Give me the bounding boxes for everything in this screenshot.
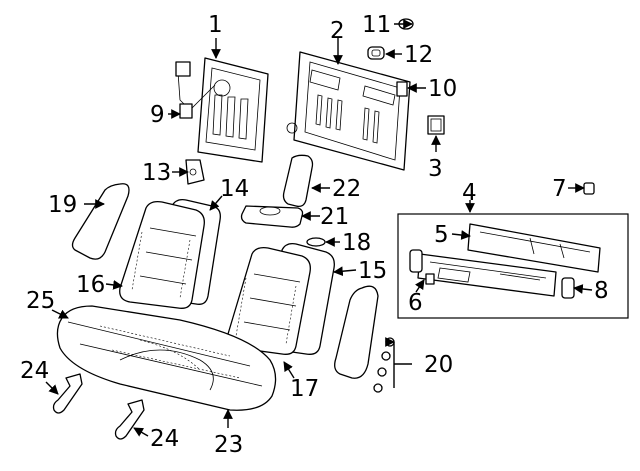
clip-18	[306, 237, 326, 247]
callout-10: 10	[428, 76, 457, 102]
callout-23: 23	[214, 432, 243, 458]
seatback-frame-left	[175, 57, 269, 163]
callout-22: 22	[332, 176, 361, 202]
callout-6: 6	[408, 290, 423, 316]
callout-3: 3	[428, 156, 443, 182]
callout-17: 17	[290, 376, 319, 402]
callout-2: 2	[330, 18, 345, 44]
callout-11: 11	[362, 12, 391, 38]
callout-20: 20	[424, 352, 453, 378]
side-bolster-19	[71, 183, 130, 260]
callout-5: 5	[434, 222, 449, 248]
callout-14: 14	[220, 176, 249, 202]
bracket-13	[185, 159, 205, 185]
callout-19: 19	[48, 192, 77, 218]
hook-24-left	[52, 373, 83, 414]
callout-12: 12	[404, 42, 433, 68]
leader-lines	[45, 19, 593, 437]
callout-21: 21	[320, 204, 349, 230]
side-bolster-right	[334, 285, 379, 379]
hook-24-right	[114, 399, 145, 440]
seatback-frame-right	[286, 51, 411, 171]
seatback-cushion-right	[227, 242, 335, 355]
callout-1: 1	[208, 12, 223, 38]
callout-9: 9	[150, 102, 165, 128]
callout-24-left: 24	[20, 358, 49, 384]
seat-cushion	[56, 305, 277, 411]
armrest-cover-22	[282, 154, 314, 208]
callout-24-right: 24	[150, 426, 179, 452]
callout-13: 13	[142, 160, 171, 186]
callout-8: 8	[594, 278, 609, 304]
seatback-cushion-left	[119, 198, 221, 309]
callout-15: 15	[358, 258, 387, 284]
plug-7	[583, 182, 595, 195]
callout-numbers: 1 2 3 4 5 6 7 8 9 10 11 12 13 14 15 16 1…	[20, 12, 609, 458]
cupholder-21	[240, 205, 304, 228]
latch-assembly-box	[397, 213, 629, 319]
bracket-3	[427, 115, 445, 135]
bolts-20	[373, 337, 395, 393]
small-bezel-12	[367, 46, 385, 60]
callout-16: 16	[76, 272, 105, 298]
callout-18: 18	[342, 230, 371, 256]
callout-4: 4	[462, 180, 477, 206]
callout-25: 25	[26, 288, 55, 314]
callout-7: 7	[552, 176, 567, 202]
